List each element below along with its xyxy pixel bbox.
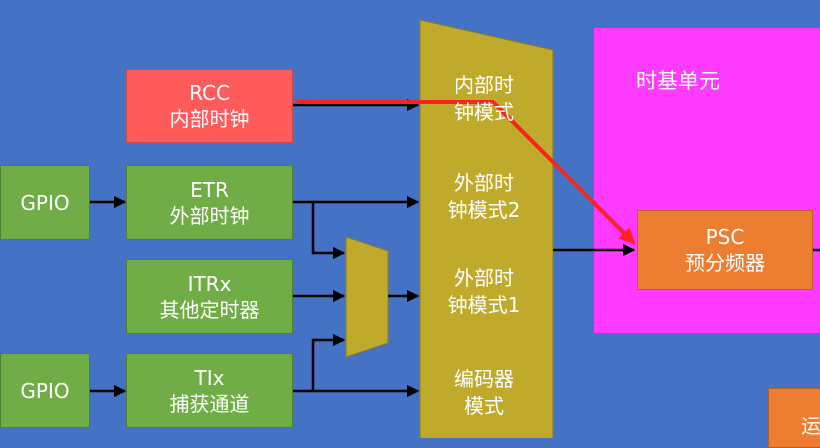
internal-clock-mode-label: 内部时 钟模式 [454,73,514,124]
itrx-sublabel: 其他定时器 [159,297,260,322]
gpio-top-label: GPIO [20,190,70,215]
etr-to-mux-wire [311,202,346,260]
rcc-internal-clock-box: RCC 内部时钟 [126,69,293,143]
gpio-bottom-label: GPIO [20,378,70,403]
psc-sublabel: 预分频器 [685,251,765,275]
itrx-other-timer-box: ITRx 其他定时器 [126,259,293,334]
gpio-top-box: GPIO [0,165,90,240]
partial-bottom-right-box: 运 [768,388,820,448]
tix-to-mux-wire [311,333,346,391]
etr-external-clock-box: ETR 外部时钟 [126,165,293,240]
encoder-mode-label: 编码器 模式 [454,367,514,418]
rcc-label: RCC [189,81,230,105]
etr-label: ETR [190,177,229,202]
time-base-unit-title: 时基单元 [636,69,720,93]
tix-capture-channel-box: TIx 捕获通道 [126,353,293,428]
tix-label: TIx [194,365,225,390]
trigger-selector-mux [345,236,389,358]
highlight-path-arrow [296,100,636,245]
itrx-label: ITRx [187,271,232,296]
partial-box-label: 运 [801,414,820,438]
psc-prescaler-box: PSC 预分频器 [637,210,813,290]
psc-label: PSC [705,225,745,249]
tix-sublabel: 捕获通道 [169,391,250,416]
external-clock-mode1-label: 外部时 钟模式1 [447,266,521,317]
clock-mode-selector-mux [419,19,554,438]
etr-sublabel: 外部时钟 [169,203,250,228]
diagram-wires [90,19,820,438]
external-clock-mode2-label: 外部时 钟模式2 [447,171,521,222]
rcc-sublabel: 内部时钟 [169,107,250,131]
gpio-bottom-box: GPIO [0,353,90,428]
